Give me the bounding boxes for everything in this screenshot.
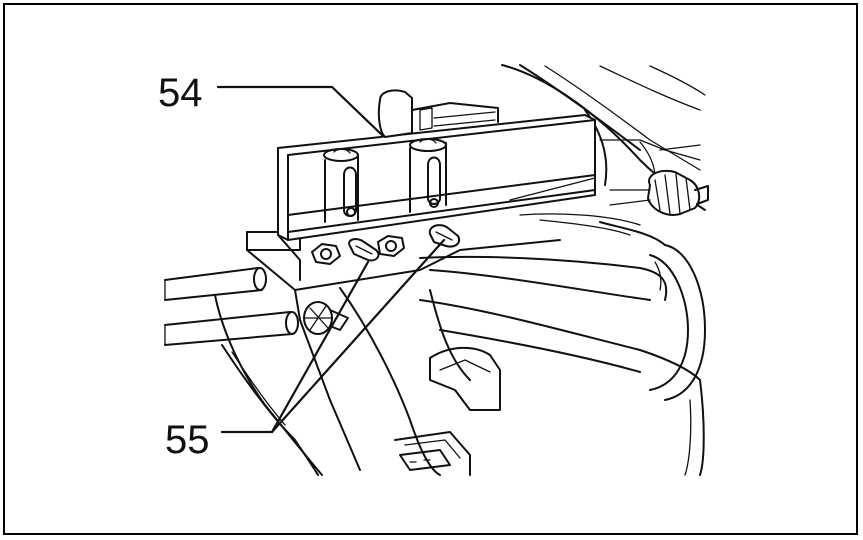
leader-lines: [216, 85, 446, 434]
clamp-screws: [311, 224, 460, 265]
fence-posts: [323, 138, 447, 223]
figure-frame: [3, 3, 858, 535]
adjustment-knob: [609, 169, 709, 216]
callout-54: 54: [158, 71, 203, 115]
callout-55: 55: [165, 418, 210, 462]
leader-54: [216, 85, 384, 137]
support-rods: [164, 267, 299, 346]
lock-knob-left: [303, 301, 349, 335]
turntable-left: [214, 294, 323, 476]
leader-55-right: [270, 238, 446, 434]
base-slot: [394, 346, 501, 476]
turntable-right: [649, 244, 706, 476]
